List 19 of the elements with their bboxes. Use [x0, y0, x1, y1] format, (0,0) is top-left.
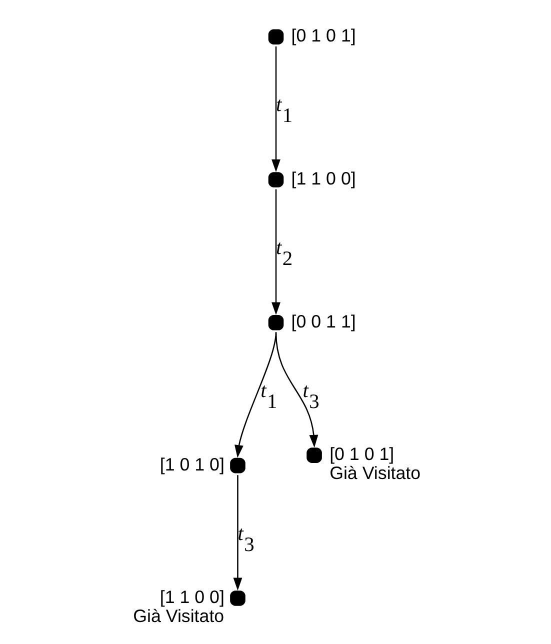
node-label: [0 1 0 1]	[290, 26, 356, 46]
node-circle	[268, 172, 284, 188]
node-label: Già Visitato	[132, 606, 224, 626]
node-label: [1 1 0 0]	[290, 168, 356, 188]
arrow	[234, 332, 276, 458]
node-circle	[230, 458, 245, 474]
arrow	[271, 189, 280, 315]
arrow	[232, 475, 242, 591]
node-label: Già Visitato	[329, 463, 420, 484]
node-label: [0 1 0 1]	[329, 444, 394, 464]
node-circle	[268, 29, 284, 44]
node-circle	[268, 314, 284, 330]
node-circle	[230, 590, 245, 606]
arrow	[271, 46, 280, 172]
node-label: [0 0 1 1]	[290, 311, 356, 332]
node-label: [1 0 1 0]	[159, 454, 224, 474]
node-label: [1 1 0 0]	[159, 586, 224, 607]
arrow	[274, 332, 318, 448]
node-circle	[306, 448, 322, 463]
